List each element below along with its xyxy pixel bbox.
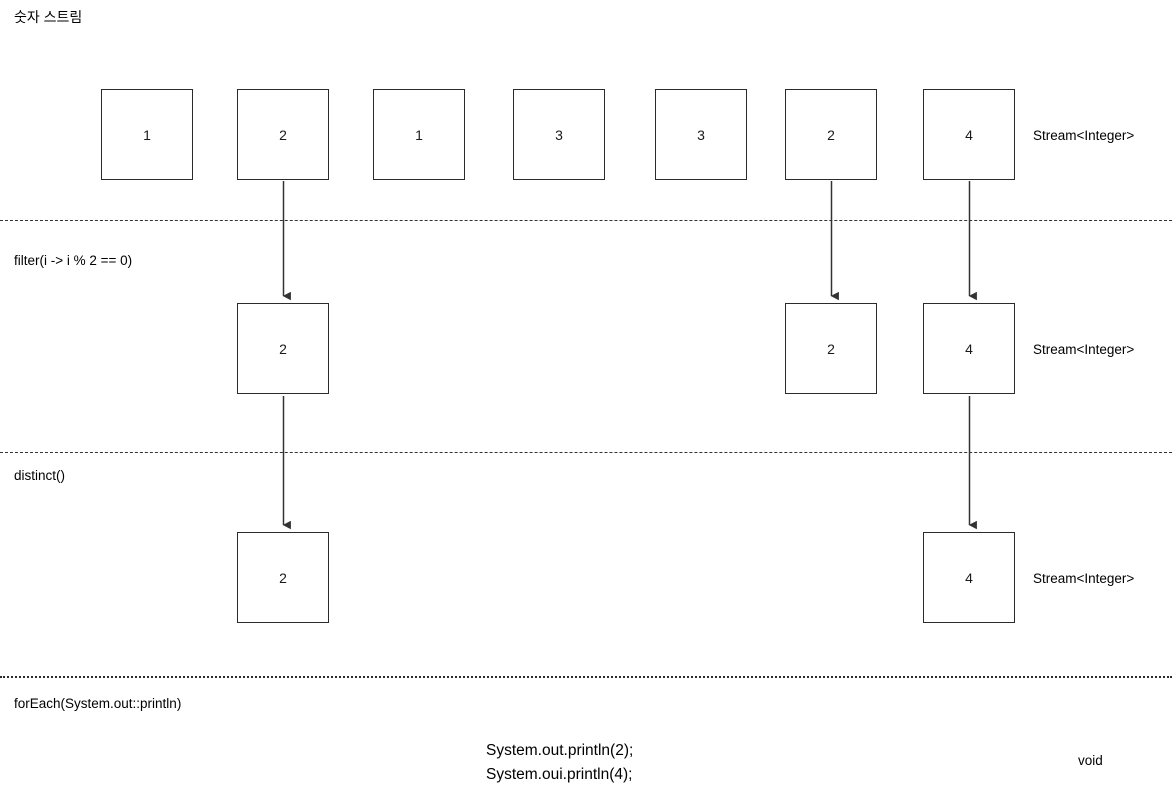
operation-label-distinct: distinct()	[14, 468, 66, 483]
operation-label-foreach: forEach(System.out::println)	[14, 696, 182, 711]
stream-box: 1	[101, 89, 193, 180]
stream-box: 2	[237, 532, 329, 623]
page-title: 숫자 스트림	[14, 9, 83, 25]
stage-divider-foreach	[0, 676, 1172, 678]
stream-box: 4	[923, 89, 1015, 180]
stream-box: 3	[513, 89, 605, 180]
type-label-terminal: void	[1078, 753, 1103, 768]
type-label-distinct: Stream<Integer>	[1033, 571, 1135, 586]
type-label-source: Stream<Integer>	[1033, 128, 1135, 143]
stream-box: 2	[785, 303, 877, 394]
stream-box: 1	[373, 89, 465, 180]
output-line: System.oui.println(4);	[486, 766, 633, 783]
stream-box: 4	[923, 532, 1015, 623]
stream-box: 4	[923, 303, 1015, 394]
operation-label-filter: filter(i -> i % 2 == 0)	[14, 253, 133, 268]
type-label-filtered: Stream<Integer>	[1033, 342, 1135, 357]
stream-box: 3	[655, 89, 747, 180]
output-line: System.out.println(2);	[486, 742, 634, 759]
stream-box: 2	[237, 303, 329, 394]
stream-box: 2	[785, 89, 877, 180]
stage-divider-filter	[0, 220, 1172, 221]
stage-divider-distinct	[0, 452, 1172, 453]
stream-box: 2	[237, 89, 329, 180]
